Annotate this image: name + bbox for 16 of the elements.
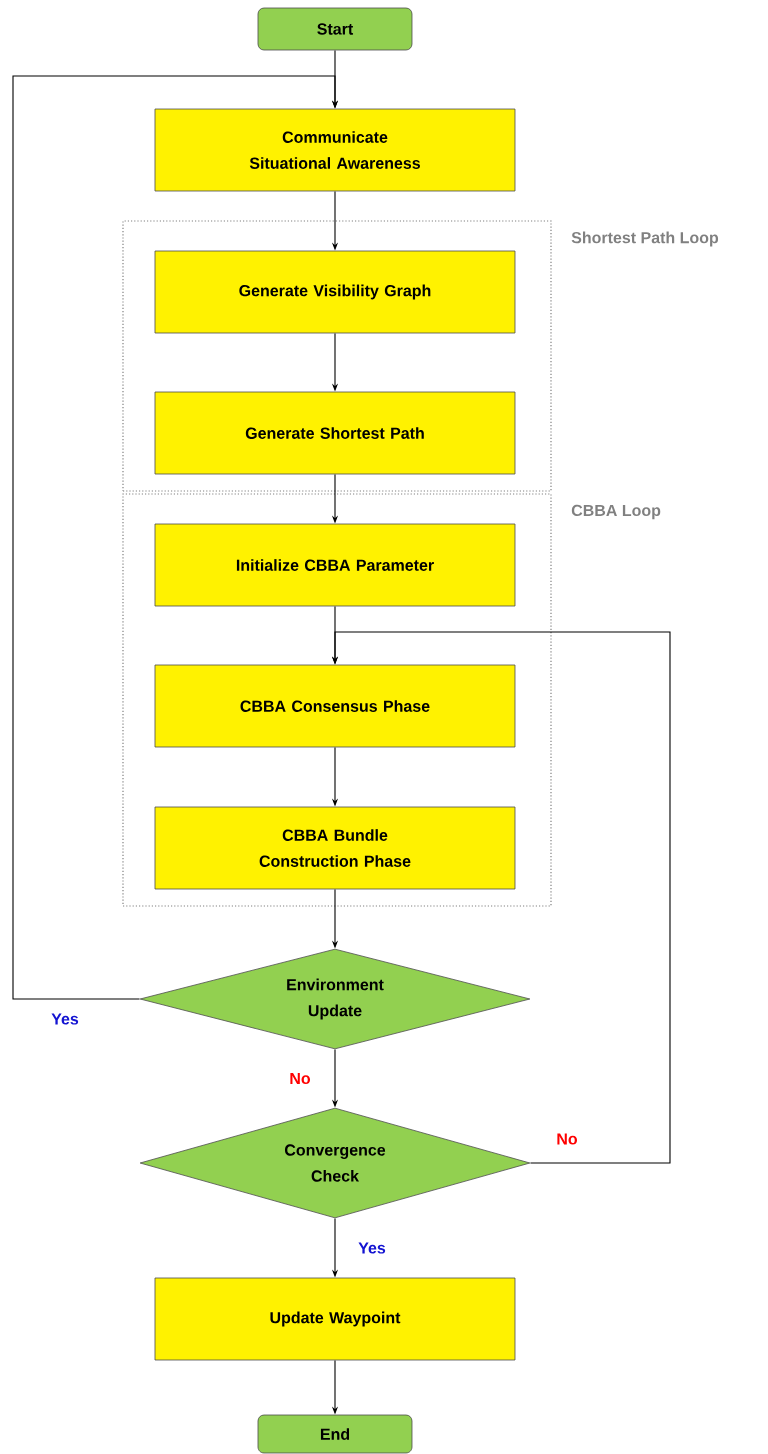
- process-box: Communicate Situational Awareness: [154, 108, 516, 192]
- loop-heading: Shortest Path Loop: [571, 231, 719, 247]
- process-box: CBBA Consensus Phase: [154, 664, 516, 748]
- process-box: Generate Visibility Graph: [154, 250, 516, 334]
- process-box: CBBA Bundle Construction Phase: [154, 806, 516, 890]
- terminal-box: Start: [257, 7, 413, 51]
- process-box: Initialize CBBA Parameter: [154, 523, 516, 607]
- edge-label: Yes: [50, 1012, 80, 1026]
- arrow: [12, 75, 339, 1000]
- edge-label: No: [555, 1132, 579, 1146]
- terminal-box: End: [257, 1414, 413, 1454]
- process-box: Update Waypoint: [154, 1277, 516, 1361]
- edge-label: No: [288, 1071, 312, 1086]
- edge-label: Yes: [357, 1241, 387, 1255]
- process-box: Generate Shortest Path: [154, 391, 516, 475]
- loop-heading: CBBA Loop: [571, 504, 661, 520]
